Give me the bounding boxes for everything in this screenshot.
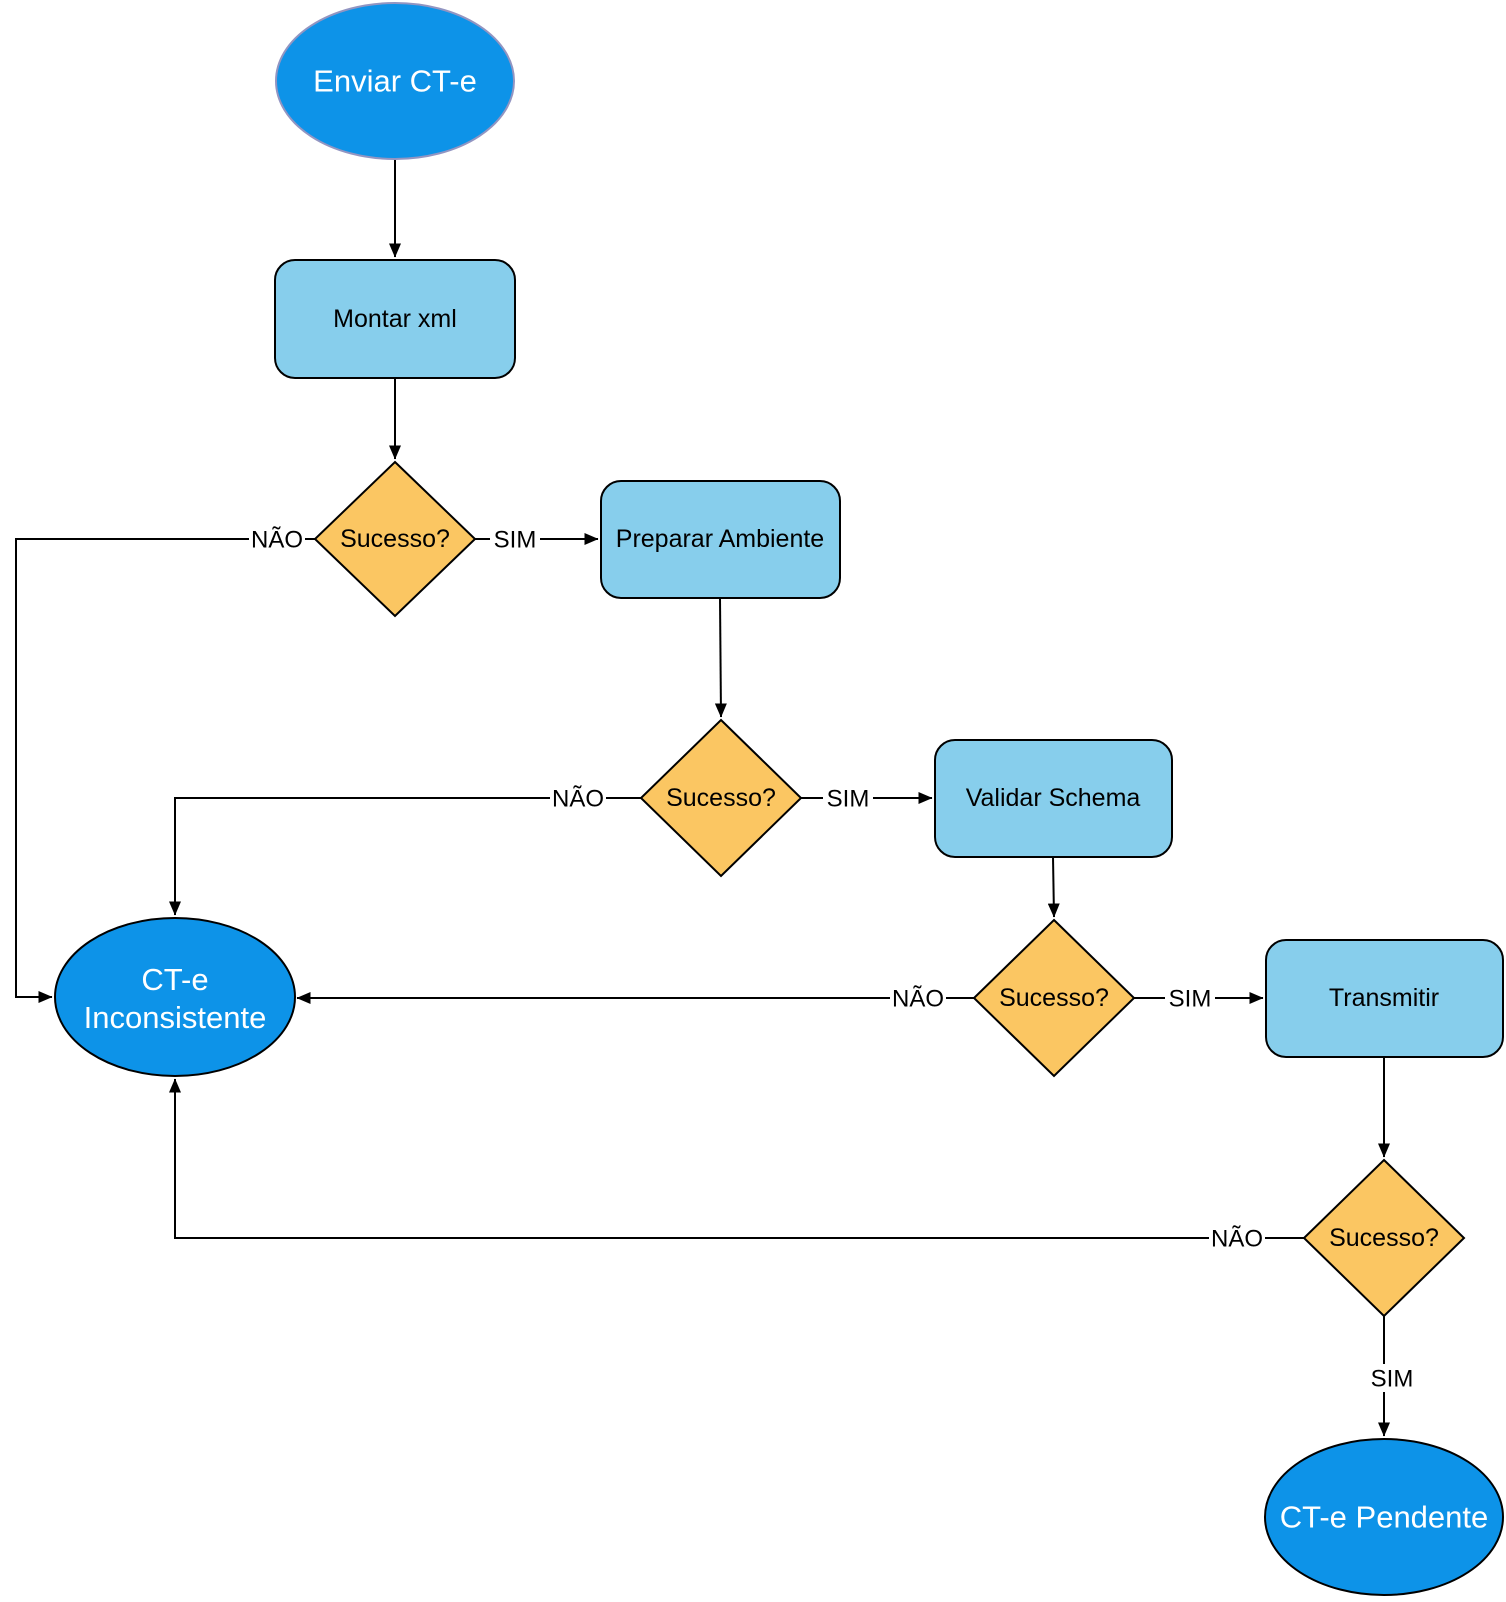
process-box-shape: [600, 480, 841, 599]
terminal-ellipse-shape: [54, 917, 296, 1077]
node-decision-validar-schema: Sucesso?: [972, 918, 1136, 1078]
edge-label-sim-3: SIM: [1169, 986, 1212, 1013]
decision-diamond-label: Sucesso?: [1329, 1224, 1439, 1252]
edge-label-bg: [550, 784, 606, 812]
edge-label-bg: [490, 525, 540, 553]
start-ellipse-label: Enviar CT-e: [313, 64, 477, 99]
edge-labels: NÃO SIM NÃO SIM NÃO SIM NÃO SIM: [249, 525, 1417, 1393]
edge-label-bg: [1367, 1364, 1417, 1392]
edge-label-sim-2: SIM: [827, 786, 870, 813]
node-decision-preparar-ambiente: Sucesso?: [639, 718, 803, 878]
terminal-ellipse-label: CT-e Pendente: [1280, 1500, 1489, 1535]
edge-validar-schema-to-decision3: [1047, 856, 1060, 918]
decision-diamond-shape: [313, 460, 477, 618]
edge-decision4-nao-to-cte-inconsistente: [169, 1078, 1304, 1239]
node-cte-pendente: CT-e Pendente: [1264, 1438, 1504, 1596]
node-decision-transmitir: Sucesso?: [1302, 1158, 1466, 1318]
process-box-label: Preparar Ambiente: [616, 525, 824, 553]
process-box-shape: [274, 259, 516, 379]
decision-diamond-shape: [972, 918, 1136, 1078]
decision-diamond-label: Sucesso?: [340, 525, 450, 553]
edge-label-nao-2: NÃO: [552, 786, 604, 813]
edge-label-bg: [890, 984, 946, 1012]
process-box-label: Validar Schema: [966, 784, 1141, 812]
node-validar-schema: Validar Schema: [934, 739, 1173, 858]
edge-label-nao-3: NÃO: [892, 986, 944, 1013]
nodes: Enviar CT-e Montar xml Sucesso? Preparar…: [54, 2, 1504, 1596]
node-preparar-ambiente: Preparar Ambiente: [600, 480, 841, 599]
node-enviar-cte: Enviar CT-e: [275, 2, 515, 160]
process-box-shape: [1265, 939, 1504, 1058]
edge-decision1-nao-to-cte-inconsistente: [15, 538, 315, 1003]
process-box-label: Montar xml: [333, 305, 457, 333]
edge-label-bg: [1165, 984, 1215, 1012]
edge-label-bg: [249, 525, 305, 553]
edge-preparar-ambiente-to-decision2: [714, 597, 727, 718]
edge-label-sim-4: SIM: [1371, 1366, 1414, 1393]
decision-diamond-label: Sucesso?: [999, 984, 1109, 1012]
edge-label-nao-1: NÃO: [251, 527, 303, 554]
decision-diamond-shape: [1302, 1158, 1466, 1318]
process-box-shape: [934, 739, 1173, 858]
edge-decision2-nao-to-cte-inconsistente: [169, 797, 641, 916]
decision-diamond-label: Sucesso?: [666, 784, 776, 812]
terminal-ellipse-shape: [1264, 1438, 1504, 1596]
node-decision-montar-xml: Sucesso?: [313, 460, 477, 618]
terminal-ellipse-label-line1: CT-e: [141, 962, 208, 997]
edge-label-sim-1: SIM: [494, 527, 537, 554]
edge-label-bg: [823, 784, 873, 812]
node-montar-xml: Montar xml: [274, 259, 516, 379]
edge-label-bg: [1209, 1224, 1265, 1252]
decision-diamond-shape: [639, 718, 803, 878]
start-ellipse-shape: [275, 2, 515, 160]
edge-label-nao-4: NÃO: [1211, 1226, 1263, 1253]
terminal-ellipse-label-line2: Inconsistente: [84, 1000, 267, 1035]
process-box-label: Transmitir: [1329, 984, 1439, 1012]
node-transmitir: Transmitir: [1265, 939, 1504, 1058]
